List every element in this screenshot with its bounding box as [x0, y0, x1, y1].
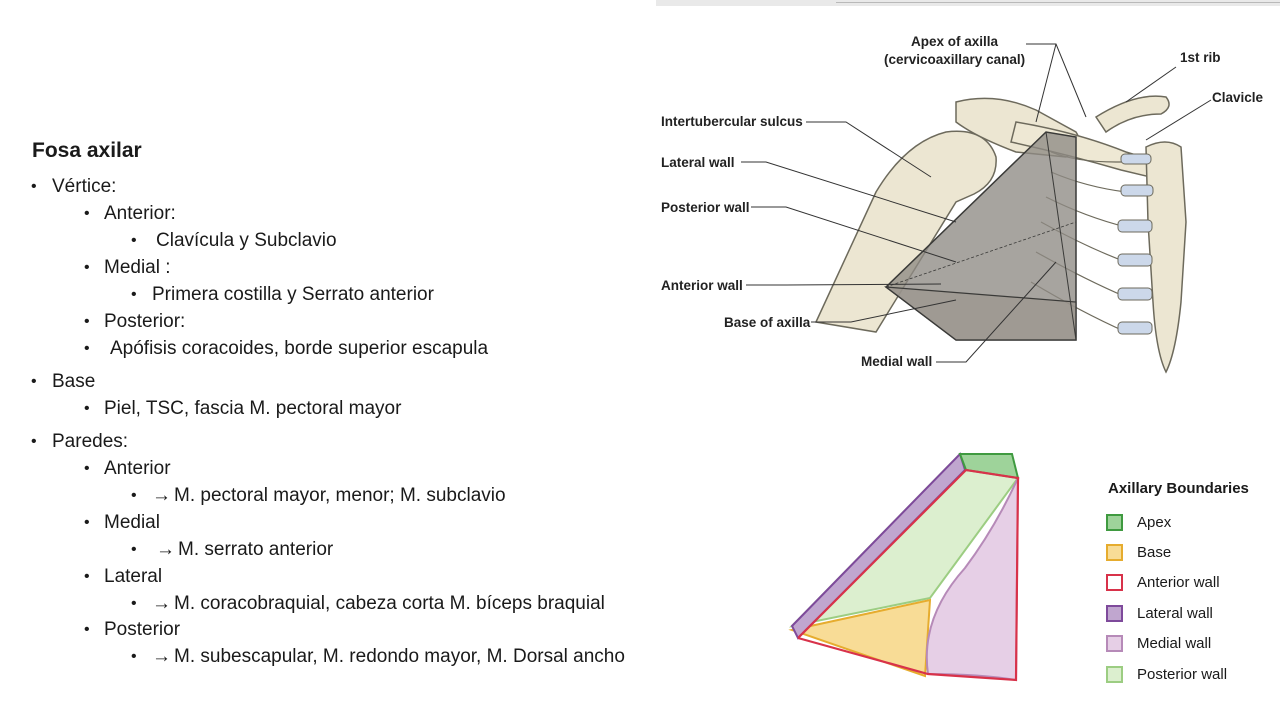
list-item: •Paredes: [31, 431, 129, 452]
legend-title: Axillary Boundaries [1108, 480, 1249, 497]
list-item: •Base [31, 371, 96, 392]
list-item: •Apófisis coracoides, borde superior esc… [84, 338, 489, 359]
label-intertubercular-sulcus: Intertubercular sulcus [661, 114, 803, 129]
costal-cartilages [1117, 153, 1154, 335]
arrow-icon: → [152, 593, 171, 614]
legend-item-medial-wall: Medial wall [1106, 629, 1249, 659]
label-clavicle: Clavicle [1212, 90, 1264, 105]
legend-item-lateral-wall: Lateral wall [1106, 598, 1249, 628]
swatch-lateral-wall-icon [1106, 604, 1123, 622]
legend-item-anterior-wall: Anterior wall [1106, 568, 1249, 598]
leader-lines [741, 43, 1212, 363]
label-lateral-wall: Lateral wall [661, 155, 735, 170]
slide-title: Fosa axilar [32, 139, 142, 162]
list-item: •→M. serrato anterior [131, 539, 334, 560]
anterior-wall-outline [797, 468, 1020, 682]
list-item: •Primera costilla y Serrato anterior [131, 284, 434, 305]
swatch-anterior-wall-icon [1106, 574, 1123, 592]
list-item: •Medial [84, 512, 160, 533]
label-posterior-wall: Posterior wall [661, 200, 750, 215]
list-item: •Medial : [84, 257, 171, 278]
arrow-icon: → [152, 485, 171, 506]
axilla-anatomy-figure: Apex of axilla (cervicoaxillary canal) 1… [661, 34, 1264, 374]
arrow-icon: → [156, 539, 175, 560]
swatch-posterior-wall-icon [1106, 665, 1123, 683]
axilla-schematic-figure [788, 452, 1020, 682]
label-apex-sub: (cervicoaxillary canal) [884, 52, 1025, 67]
list-item: •→M. coracobraquial, cabeza corta M. bíc… [131, 593, 605, 614]
legend: Axillary Boundaries Apex Base Anterior w… [1106, 480, 1249, 689]
list-item: •Anterior [84, 458, 171, 479]
list-item: •Posterior: [84, 311, 186, 332]
first-rib-shape [1094, 95, 1170, 134]
top-strip [656, 0, 1280, 6]
swatch-medial-wall-icon [1106, 635, 1123, 653]
medial-wall-shape [925, 477, 1019, 682]
list-item: •Vértice: [31, 176, 117, 197]
label-first-rib: 1st rib [1180, 50, 1221, 65]
list-item: •Clavícula y Subclavio [131, 230, 337, 251]
swatch-apex-icon [1106, 513, 1123, 531]
legend-item-base: Base [1106, 537, 1249, 567]
list-item: •Lateral [84, 566, 163, 587]
list-item: •Anterior: [84, 203, 176, 224]
list-item: •Posterior [84, 619, 181, 640]
label-apex: Apex of axilla [911, 34, 999, 49]
list-item: •Piel, TSC, fascia M. pectoral mayor [84, 398, 402, 419]
list-item: •→M. pectoral mayor, menor; M. subclavio [131, 485, 506, 506]
label-anterior-wall: Anterior wall [661, 278, 743, 293]
sternum-shape [1145, 141, 1187, 374]
legend-item-apex: Apex [1106, 507, 1249, 537]
arrow-icon: → [152, 646, 171, 667]
label-base-of-axilla: Base of axilla [724, 315, 811, 330]
label-medial-wall: Medial wall [861, 354, 932, 369]
legend-item-posterior-wall: Posterior wall [1106, 659, 1249, 689]
swatch-base-icon [1106, 544, 1123, 562]
list-item: •→M. subescapular, M. redondo mayor, M. … [131, 646, 625, 667]
